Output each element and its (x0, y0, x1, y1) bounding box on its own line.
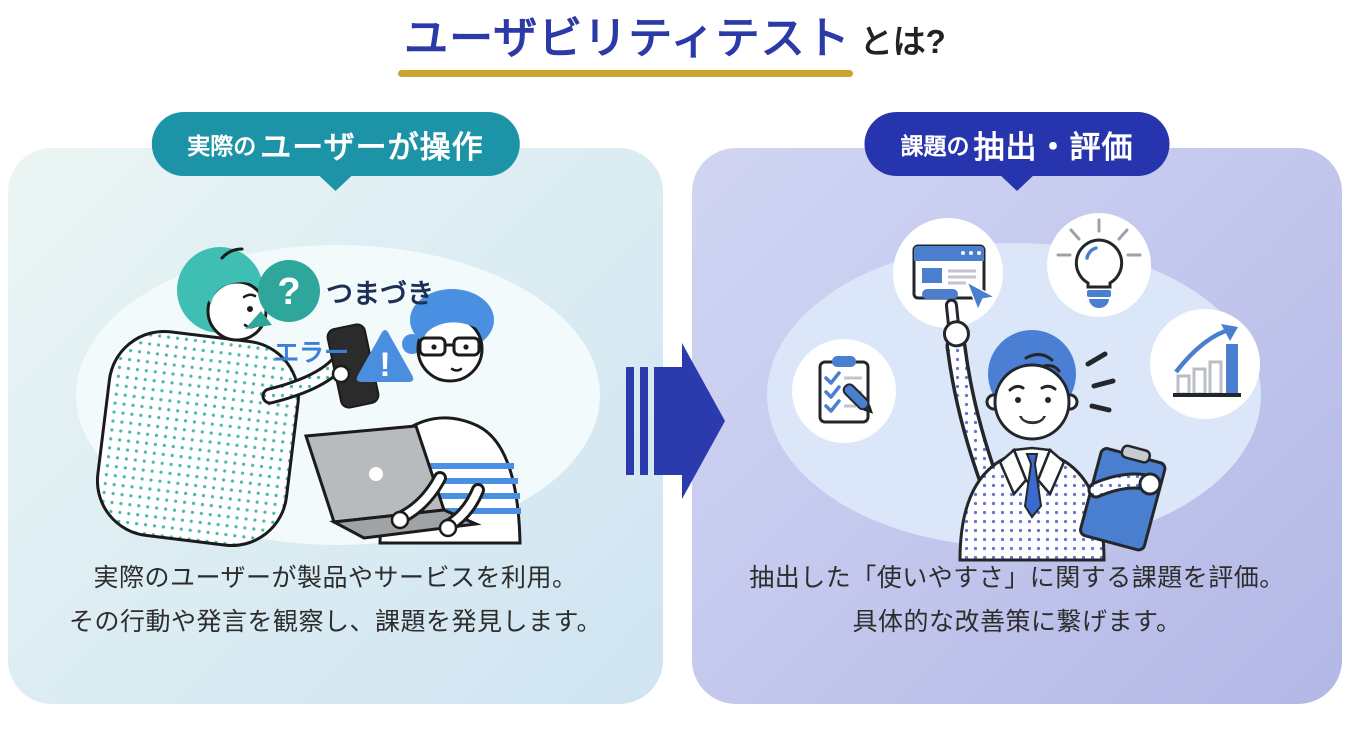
tie (1023, 453, 1043, 519)
badge-right-main: 抽出・評価 (973, 129, 1134, 165)
checklist-pen-icon (792, 339, 896, 443)
warning-triangle-icon: ! (356, 330, 414, 384)
stumble-label: つまづき (326, 279, 434, 309)
pointing-hand (942, 298, 970, 348)
growth-chart-icon (1150, 309, 1260, 419)
woman-hand (331, 364, 351, 384)
page-title-suffix: とは? (859, 23, 946, 60)
evaluator-man (942, 298, 1167, 562)
illustration-evaluation (767, 213, 1261, 562)
badge-left-prefix: 実際の (187, 133, 257, 159)
glasses-icon (418, 336, 481, 357)
illustration-users-testing: ? つまづき エラー ! (76, 245, 600, 548)
right-description: 抽出した「使いやすさ」に関する課題を評価。 具体的な改善策に繋げます。 (692, 556, 1342, 644)
left-description-line1: 実際のユーザーが製品やサービスを利用。 (93, 564, 578, 592)
question-bubble-icon: ? (245, 260, 320, 329)
man-face (993, 363, 1071, 441)
lightbulb-icon (1047, 213, 1151, 317)
badge-right-prefix: 課題の (900, 133, 970, 159)
error-label: エラー (274, 339, 349, 367)
page-title: ユーザビリティテストとは? (0, 2, 1350, 77)
emphasis-lines (1085, 351, 1116, 413)
panel-actual-user-operation: 実際の ユーザーが操作 (8, 112, 663, 704)
exclamation-label: ! (379, 346, 390, 384)
panel-issue-extraction-evaluation: 課題の 抽出・評価 (692, 112, 1342, 704)
flow-arrow-icon (626, 343, 725, 499)
badge-issue-extraction-evaluation: 課題の 抽出・評価 (864, 112, 1170, 191)
laptop (303, 424, 485, 540)
right-description-line1: 抽出した「使いやすさ」に関する課題を評価。 (749, 564, 1285, 592)
woman-with-smartphone (95, 247, 380, 548)
badge-actual-user-operation: 実際の ユーザーが操作 (151, 112, 520, 191)
badge-left-main: ユーザーが操作 (260, 129, 484, 165)
left-description-line2: その行動や発言を観察し、課題を発見します。 (68, 608, 602, 636)
question-mark-label: ? (277, 271, 300, 313)
page-title-main: ユーザビリティテスト (398, 2, 854, 77)
left-description: 実際のユーザーが製品やサービスを利用。 その行動や発言を観察し、課題を発見します… (8, 556, 663, 644)
browser-cursor-icon (893, 218, 1003, 328)
right-description-line2: 具体的な改善策に繋げます。 (852, 608, 1182, 636)
